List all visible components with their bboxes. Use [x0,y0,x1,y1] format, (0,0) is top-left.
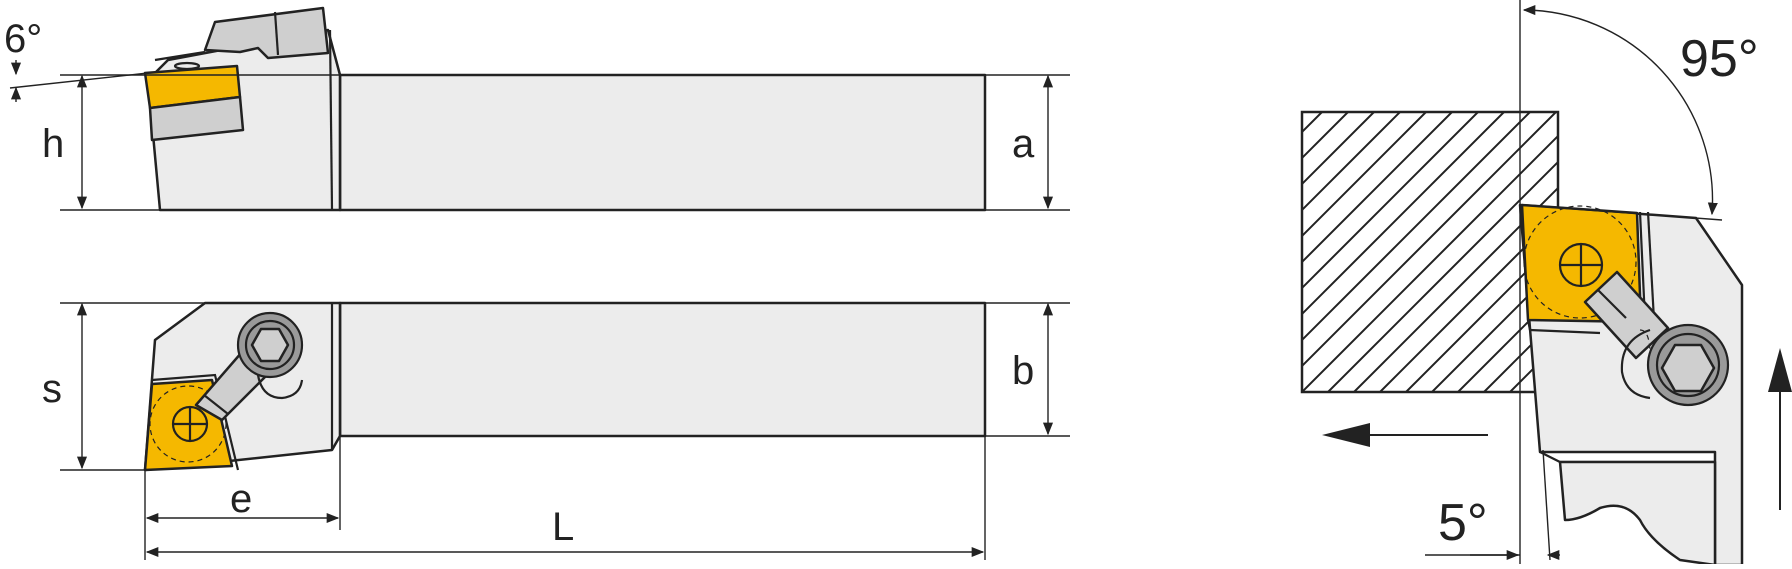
clamp-side [203,6,330,60]
angle-95-arc [1522,5,1718,216]
top-view: s b e L [42,301,1070,560]
h-label: h [42,122,64,166]
side-view: h a 6° [4,6,1070,212]
shim-side [148,95,245,142]
a-label: a [1012,122,1035,166]
e-label: e [230,477,252,521]
b-label: b [1012,349,1034,393]
s-label: s [42,367,62,411]
arrow-left-icon [1322,423,1488,447]
angle-5-label: 5° [1438,494,1488,552]
angle-6-label: 6° [4,17,42,61]
L-label: L [552,505,574,549]
operation-view: 95° 5° [1300,0,1792,567]
angle-95-label: 95° [1680,30,1759,88]
hex-socket-icon [1660,343,1716,393]
shank-side [338,73,987,212]
shank-top [338,301,987,438]
hex-socket-icon [250,327,290,363]
tool-shank-operation [1558,460,1717,567]
arrow-up-icon [1768,348,1792,510]
